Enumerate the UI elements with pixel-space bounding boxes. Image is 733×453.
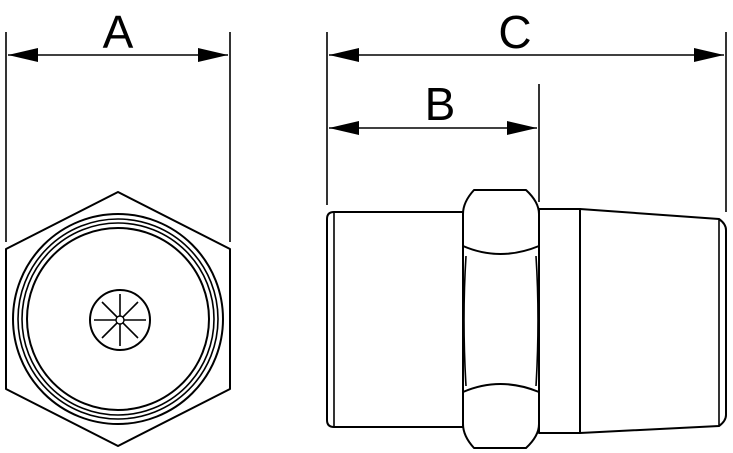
dimension-b: B (329, 78, 540, 202)
ring-3 (21, 222, 215, 416)
hex-nut (462, 189, 540, 449)
outer-ring (12, 213, 224, 425)
dimension-a-label: A (103, 6, 134, 58)
collar (538, 208, 581, 434)
side-view (326, 189, 727, 449)
tapered-tip (579, 208, 727, 434)
ring-2 (17, 218, 219, 420)
dimension-b-label: B (425, 78, 456, 130)
dimension-c: C (326, 6, 727, 212)
dimension-a: A (5, 6, 231, 242)
inner-ring (26, 227, 210, 411)
orifice-icon (89, 289, 151, 351)
inlet-body (326, 211, 464, 428)
front-view (5, 191, 231, 447)
dimension-c-label: C (498, 6, 531, 58)
